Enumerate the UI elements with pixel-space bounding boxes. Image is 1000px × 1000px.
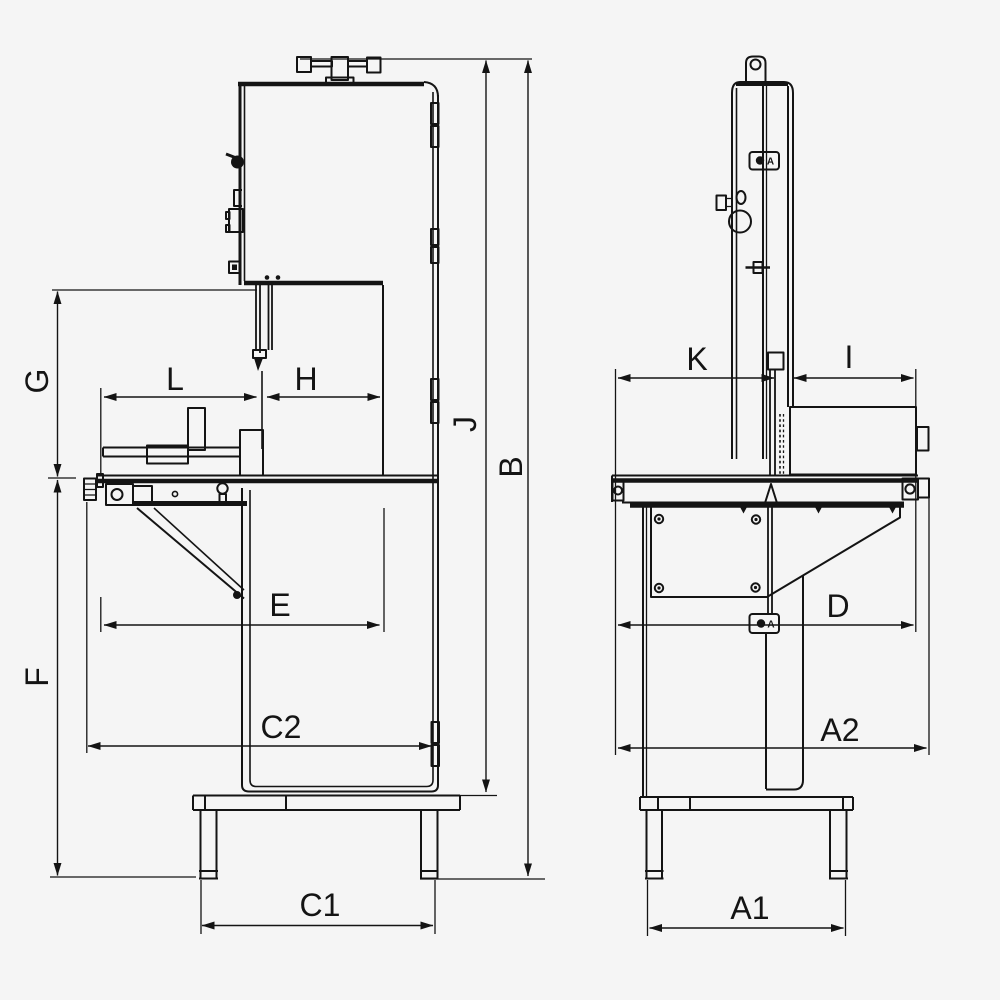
tension-handle xyxy=(296,56,382,85)
dim-label-I: I xyxy=(845,339,854,375)
front-blade-guard xyxy=(767,351,785,476)
front-view-machine: A xyxy=(611,55,930,880)
dim-label-F: F xyxy=(19,667,55,687)
dim-label-E: E xyxy=(269,587,290,623)
head-bottom-rivet xyxy=(264,275,270,280)
panel-screws xyxy=(653,513,762,594)
dim-label-L: L xyxy=(166,361,184,397)
base-plinth xyxy=(192,794,461,880)
label-plate-upper: A xyxy=(748,151,780,171)
scrap-chute xyxy=(136,507,245,600)
side-view-machine xyxy=(83,56,461,880)
door-knobs xyxy=(225,152,244,274)
dim-label-A1: A1 xyxy=(730,890,769,926)
sliding-table xyxy=(83,407,438,506)
dim-label-K: K xyxy=(686,341,707,377)
motor-housing xyxy=(789,406,930,501)
pusher-plate xyxy=(187,407,206,451)
dim-label-J: J xyxy=(447,416,483,432)
dim-label-H: H xyxy=(294,361,317,397)
front-view-dimensions: K I D A2 A1 xyxy=(614,339,930,936)
dim-label-B: B xyxy=(493,456,529,477)
lifting-eye xyxy=(745,55,767,82)
dim-label-G: G xyxy=(19,369,55,394)
front-base-plinth xyxy=(639,796,854,880)
blade-guard xyxy=(252,285,273,449)
dim-label-A2: A2 xyxy=(820,712,859,748)
side-view-dimensions: G F L H E C2 C1 J B xyxy=(19,58,545,934)
dim-label-C2: C2 xyxy=(261,709,302,745)
pedestal: A xyxy=(642,507,804,797)
dim-label-C1: C1 xyxy=(300,887,341,923)
switch-icon xyxy=(735,190,747,205)
head-bottom-rivet xyxy=(275,275,281,280)
front-table xyxy=(611,474,918,514)
blade-slot xyxy=(764,483,778,504)
plate-letter: A xyxy=(767,157,774,168)
door-hinges xyxy=(430,102,440,767)
under-table-panel xyxy=(650,507,901,598)
knob-icon xyxy=(231,155,244,169)
side-knob xyxy=(715,194,727,211)
button-icon xyxy=(728,209,752,234)
dim-label-D: D xyxy=(826,588,849,624)
controls xyxy=(715,190,770,274)
